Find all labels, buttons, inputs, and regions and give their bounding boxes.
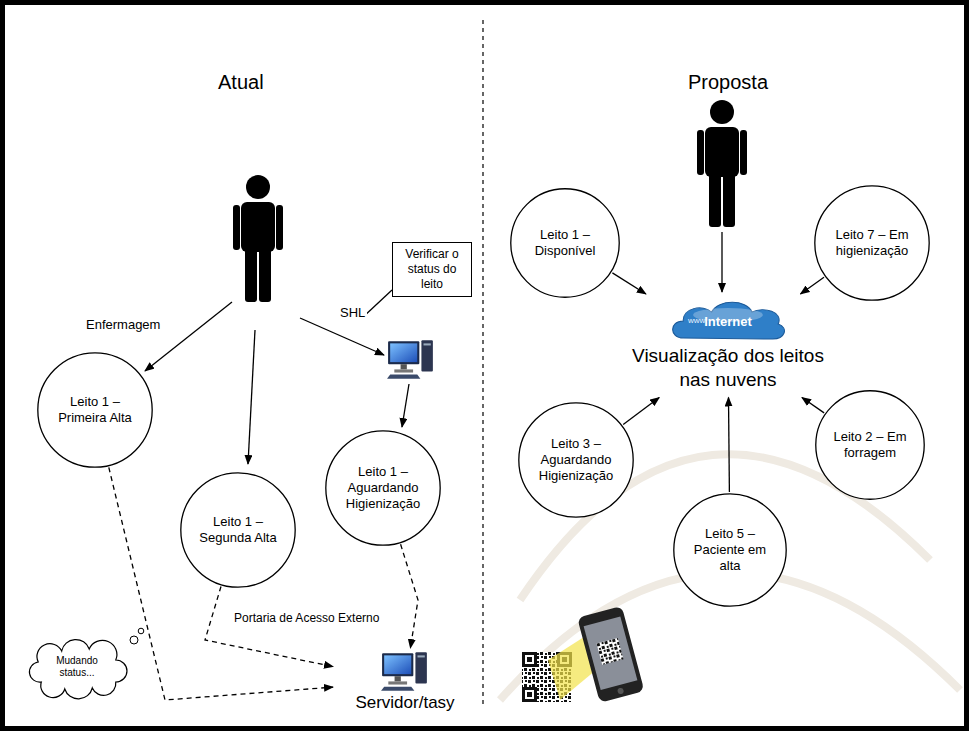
bed-status-circle: Leito 2 – Em forragem <box>815 390 925 500</box>
bed-status-text: Leito 2 – Em forragem <box>827 429 913 462</box>
annotation-label: Portaria de Acesso Externo <box>232 611 381 625</box>
dashed-connector <box>205 587 333 667</box>
annotation-label: SHL <box>338 305 367 321</box>
cloud-label: Internet <box>704 314 752 330</box>
callout-text: Verificar o status do leito <box>398 247 466 292</box>
server-computer: Servidor/tasy <box>335 650 475 713</box>
internet-cloud: wwwInternetVisualização dos leitos nas n… <box>612 296 844 396</box>
thought-text: Mudando status... <box>46 655 108 680</box>
bed-status-text: Leito 1 – Primeira Alta <box>52 394 138 427</box>
arrow-connector <box>612 273 646 294</box>
bed-status-circle: Leito 1 – Disponível <box>510 188 620 298</box>
cloud-caption: Visualização dos leitos nas nuvens <box>616 344 840 392</box>
person-figure <box>697 100 747 227</box>
arrow-connector <box>802 398 824 413</box>
arrow-connector <box>801 277 825 294</box>
bed-status-text: Leito 7 – Em higienização <box>829 227 915 260</box>
bed-status-text: Leito 3 – Aguardando Higienização <box>533 436 619 485</box>
bed-status-text: Leito 1 – Disponível <box>522 227 608 260</box>
server-label: Servidor/tasy <box>355 692 454 713</box>
person-figure <box>233 175 283 302</box>
thought-bubble <box>130 628 144 644</box>
dashed-connector <box>109 467 333 700</box>
computer-icon <box>387 340 433 379</box>
computer-icon <box>380 650 430 692</box>
web-mark: www <box>688 316 705 326</box>
bed-status-text: Leito 5 – Paciente em alta <box>687 526 773 575</box>
bed-status-text: Leito 1 – Aguardando Higienização <box>340 464 426 513</box>
bed-status-circle: Leito 1 – Aguardando Higienização <box>325 430 441 546</box>
annotation-label: Enfermagem <box>84 317 162 333</box>
arrow-connector <box>623 398 659 425</box>
dashed-connector <box>401 544 418 648</box>
bed-status-circle: Leito 3 – Aguardando Higienização <box>518 402 634 518</box>
bed-status-text: Leito 1 – Segunda Alta <box>195 514 281 547</box>
callout-box: Verificar o status do leito <box>392 242 472 297</box>
arrow-connector <box>728 398 730 493</box>
divider-line <box>482 20 483 705</box>
bed-status-circle: Leito 7 – Em higienização <box>814 185 930 301</box>
section-heading: Proposta <box>686 70 770 94</box>
bed-status-circle: Leito 1 – Segunda Alta <box>180 472 296 588</box>
thought-cloud: Mudando status... <box>26 642 128 692</box>
bed-status-circle: Leito 5 – Paciente em alta <box>673 493 787 607</box>
section-heading: Atual <box>216 70 266 94</box>
bed-status-circle: Leito 1 – Primeira Alta <box>37 352 153 468</box>
phone-icon <box>577 606 644 703</box>
